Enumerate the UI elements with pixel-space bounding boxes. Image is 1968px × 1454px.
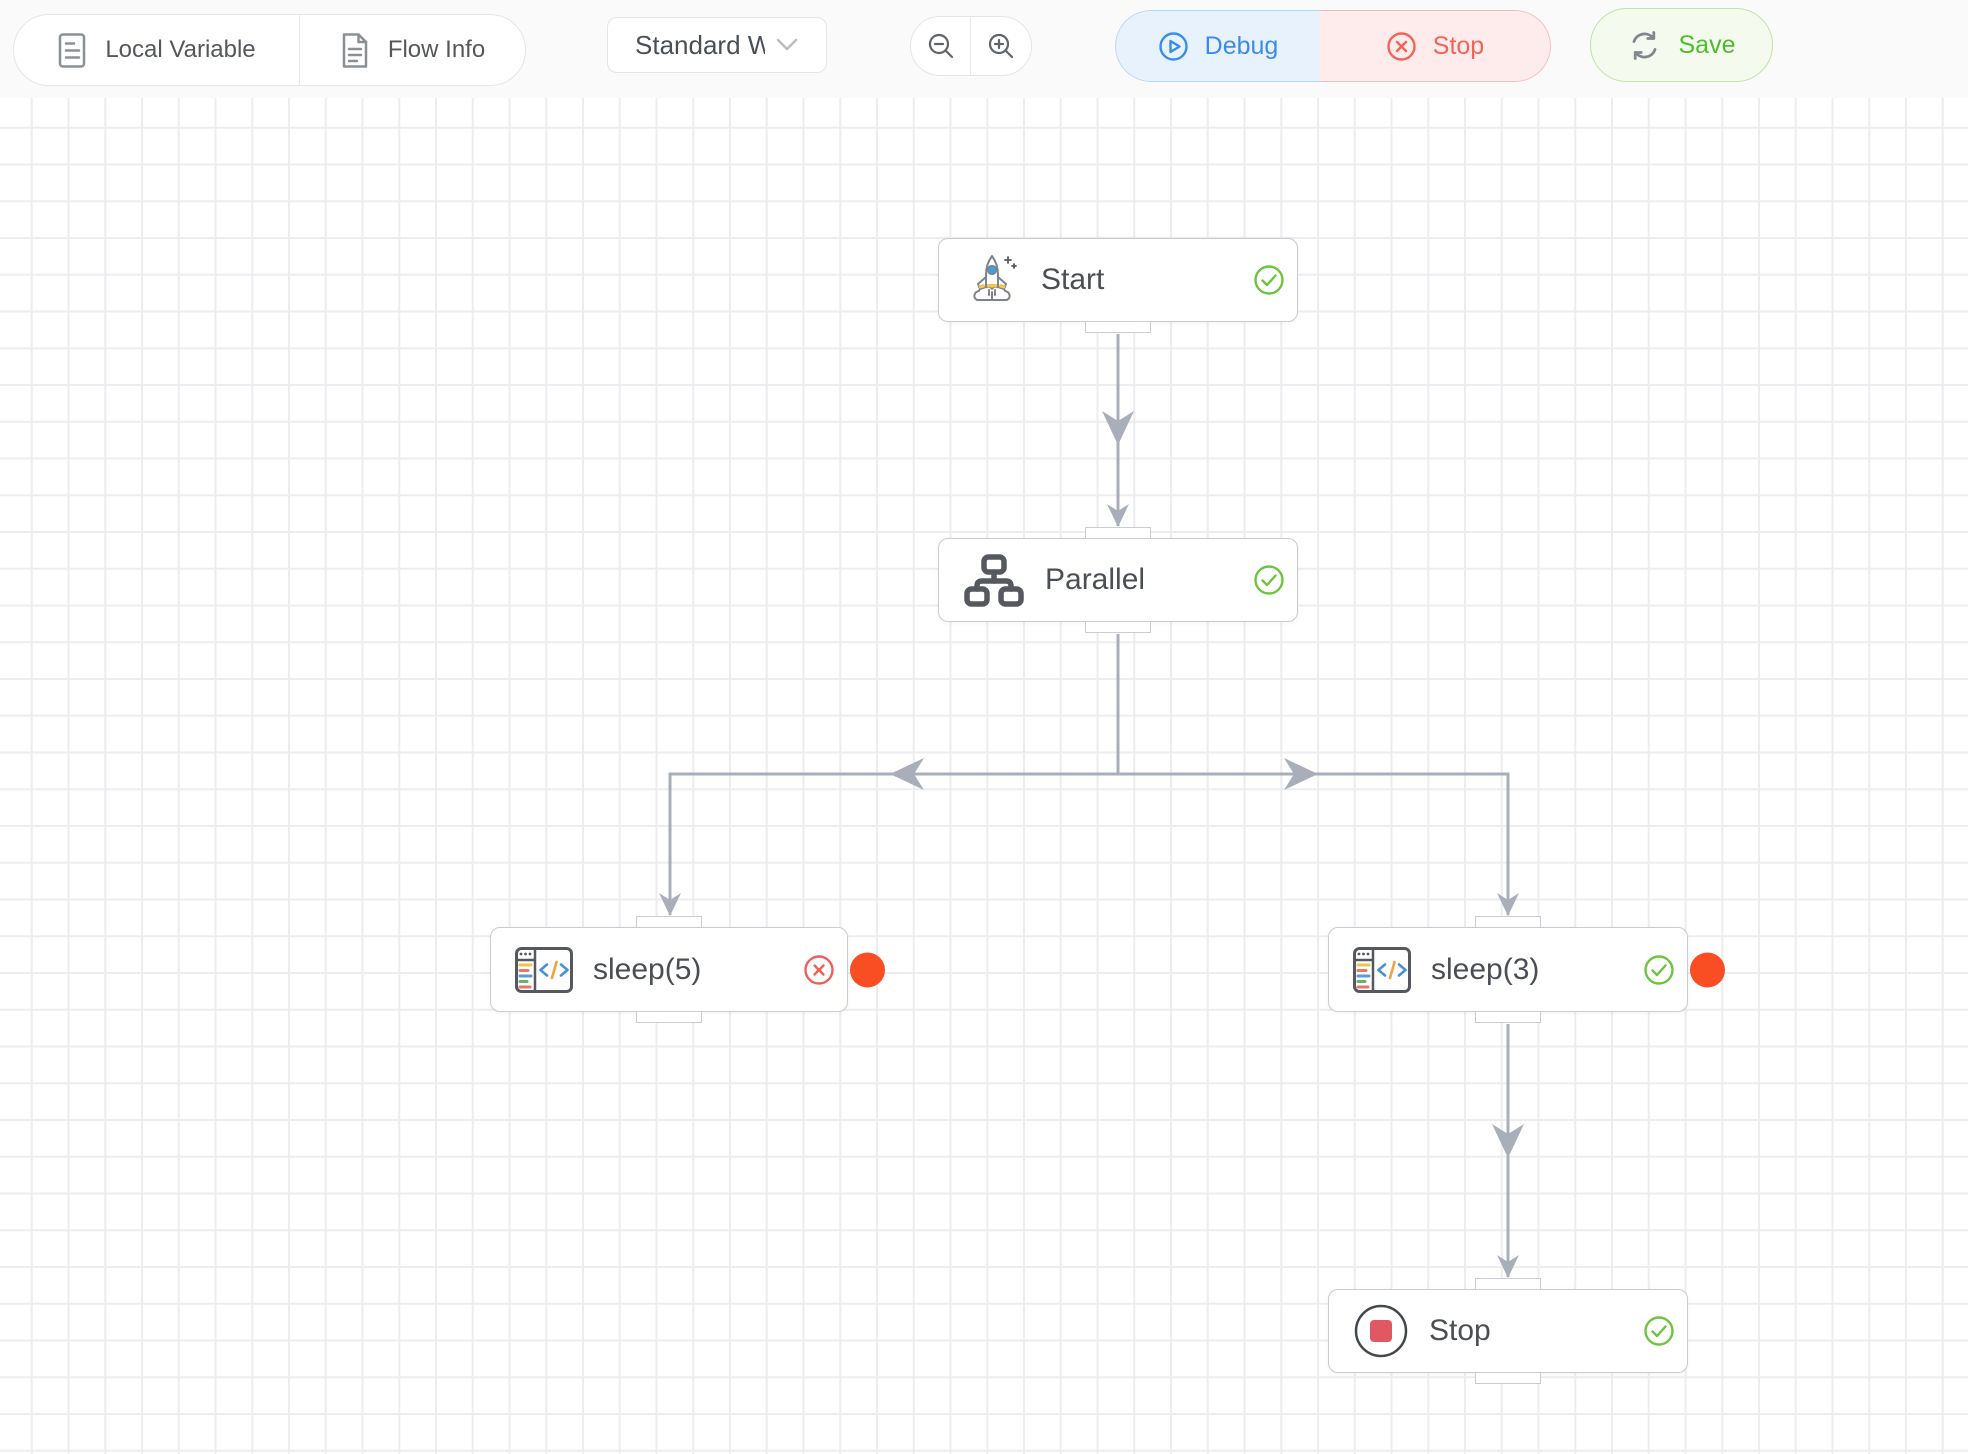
hierarchy-icon <box>963 552 1025 608</box>
edge-parallel-split[interactable] <box>668 634 1510 915</box>
local-variable-button[interactable]: Local Variable <box>14 15 300 85</box>
port-top[interactable] <box>1085 527 1151 539</box>
port-bottom[interactable] <box>1475 1372 1541 1384</box>
save-button[interactable]: Save <box>1590 8 1773 82</box>
magnifier-minus-icon <box>926 31 956 61</box>
node-stop-label: Stop <box>1429 1314 1491 1347</box>
code-window-icon <box>1353 946 1411 993</box>
chevron-down-icon <box>775 37 799 53</box>
highlight-dot <box>1690 952 1725 987</box>
document-lines-icon <box>57 32 87 69</box>
x-circle-icon <box>803 954 835 986</box>
edge-layer <box>659 334 1524 1278</box>
highlight-dot <box>850 952 885 987</box>
port-bottom[interactable] <box>1085 621 1151 633</box>
version-dropdown-value: Standard W <box>635 29 765 60</box>
rocket-icon <box>963 251 1021 309</box>
check-circle-icon <box>1253 564 1285 596</box>
code-window-icon <box>515 946 573 993</box>
port-top[interactable] <box>636 916 702 928</box>
node-sleep3[interactable]: sleep(3) <box>1328 916 1725 1023</box>
x-circle-icon <box>1386 31 1417 62</box>
node-parallel[interactable]: Parallel <box>938 527 1298 633</box>
sync-icon <box>1628 29 1661 62</box>
magnifier-plus-icon <box>986 31 1016 61</box>
flow-info-button[interactable]: Flow Info <box>300 15 525 85</box>
port-bottom[interactable] <box>636 1011 702 1023</box>
save-label: Save <box>1678 30 1736 59</box>
variable-info-button-group: Local Variable Flow Info <box>13 14 526 86</box>
edge-arrowheads <box>659 411 1524 1278</box>
check-circle-icon <box>1643 954 1675 986</box>
debug-button[interactable]: Debug <box>1115 10 1320 82</box>
stop-button[interactable]: Stop <box>1320 10 1551 82</box>
stop-label: Stop <box>1432 31 1485 60</box>
port-bottom[interactable] <box>1475 1011 1541 1023</box>
canvas[interactable]: Start Parallel <box>0 98 1968 1454</box>
play-circle-icon <box>1158 31 1189 62</box>
debug-label: Debug <box>1204 31 1279 60</box>
flow-info-label: Flow Info <box>387 36 486 63</box>
zoom-out-button[interactable] <box>911 17 971 75</box>
node-stop[interactable]: Stop <box>1328 1278 1688 1384</box>
document-page-icon <box>340 32 370 69</box>
local-variable-label: Local Variable <box>105 36 256 63</box>
node-sleep3-label: sleep(3) <box>1431 952 1540 986</box>
toolbar: Local Variable Flow Info Standard W <box>0 0 1968 98</box>
check-circle-icon <box>1253 264 1285 296</box>
node-start-label: Start <box>1041 263 1105 296</box>
node-start[interactable]: Start <box>938 238 1298 333</box>
port-top[interactable] <box>1475 916 1541 928</box>
zoom-controls <box>910 16 1032 76</box>
debug-stop-button-group: Debug Stop <box>1115 10 1551 82</box>
node-sleep5[interactable]: sleep(5) <box>490 916 885 1023</box>
node-parallel-label: Parallel <box>1045 563 1146 596</box>
node-sleep5-label: sleep(5) <box>593 952 702 986</box>
version-dropdown[interactable]: Standard W <box>607 17 827 73</box>
zoom-in-button[interactable] <box>971 17 1031 75</box>
stop-circle-icon <box>1353 1303 1409 1359</box>
port-bottom[interactable] <box>1085 321 1151 333</box>
port-top[interactable] <box>1475 1278 1541 1290</box>
check-circle-icon <box>1643 1315 1675 1347</box>
